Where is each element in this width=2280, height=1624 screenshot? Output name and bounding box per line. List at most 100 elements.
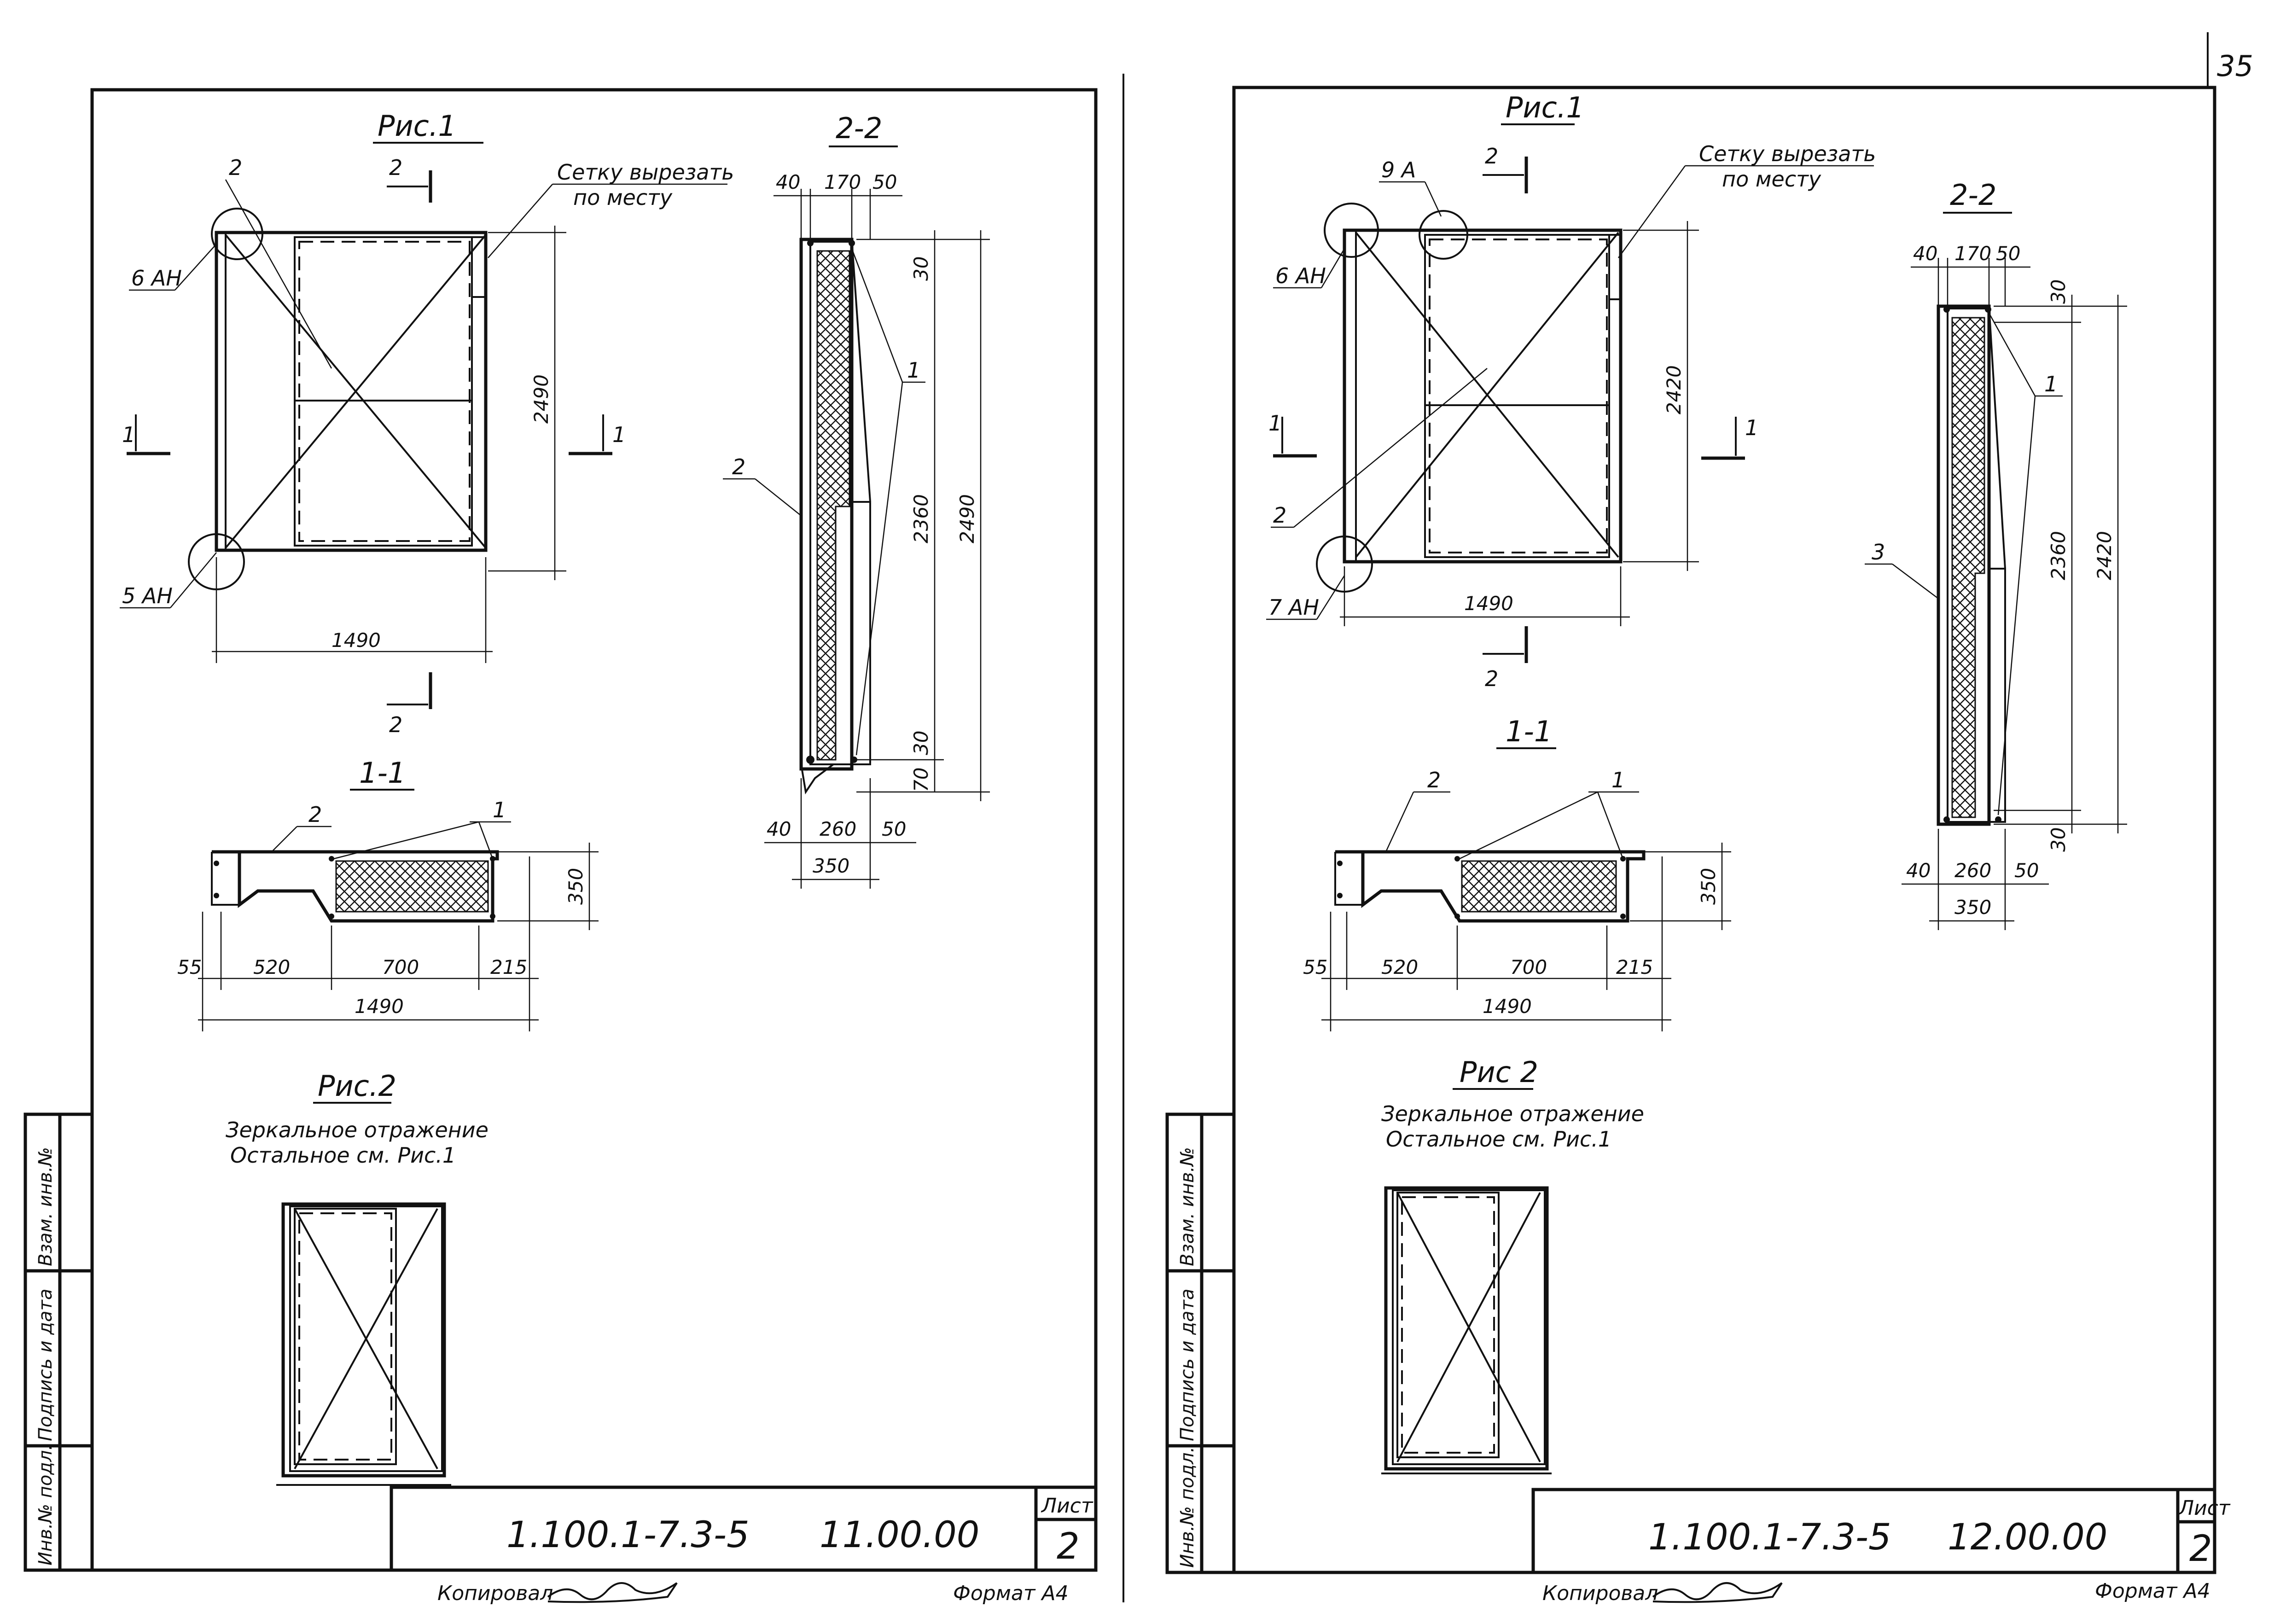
left-s22-total-width: 350 [813,855,849,877]
right-s22-v-30b: 30 [2047,827,2070,852]
right-sheet-label: Лист [2178,1496,2231,1520]
right-fig1-title: Рис.1 [1506,91,1584,124]
right-s22-total-height: 2420 [2093,531,2116,580]
left-copied: Копировал [437,1582,553,1605]
left-s22-v-30b: 30 [910,731,932,755]
right-title-block [1531,1488,2216,1574]
right-mesh-note-2: по месту [1722,167,1821,192]
right-cut1-right: 1 [1745,415,1758,440]
right-s11-callout-1: 1 [1611,768,1625,792]
left-sheet-label: Лист [1041,1494,1093,1518]
right-s11-total: 1490 [1483,995,1532,1018]
left-s22-bot-40: 40 [767,818,791,840]
left-cut1-left: 1 [122,422,135,447]
left-s11-total: 1490 [355,995,404,1018]
right-stamp-inv: Инв.№ подл. [1177,1447,1198,1568]
right-mark-bottom: 7 АН [1268,595,1319,620]
left-s11-height: 350 [564,868,587,905]
left-dim-height: 2490 [530,374,553,424]
left-fig2-note-2: Остальное см. Рис.1 [230,1143,456,1168]
right-copied: Копировал [1542,1582,1658,1605]
left-fig2-plan [276,1202,451,1486]
left-fig1-title: Рис.1 [378,109,456,143]
right-mark-left: 6 АН [1275,263,1326,288]
left-mark-top: 2 [229,155,242,180]
right-s22-v-2360: 2360 [2047,531,2070,580]
left-fig2-note-1: Зеркальное отражение [226,1118,489,1142]
right-s11-callout-2: 2 [1427,768,1441,792]
left-s22-bot-260: 260 [820,818,856,840]
left-s22-top-40: 40 [776,171,800,193]
left-format: Формат А4 [953,1582,1069,1605]
left-s11-callout-1: 1 [493,797,506,822]
left-s22-callout-2: 2 [732,454,745,479]
right-sheet-code: 12.00.00 [1948,1517,2107,1558]
right-fig2-note-2: Остальное см. Рис.1 [1386,1127,1611,1152]
right-cut2-bottom: 2 [1485,666,1498,691]
right-s22-top-170: 170 [1954,242,1991,265]
right-s22-v-30a: 30 [2047,279,2070,304]
left-fig2-title: Рис.2 [318,1069,396,1103]
right-s22-section [1937,304,2006,826]
left-signature [547,1582,678,1603]
right-mark-2: 2 [1273,503,1286,528]
left-sheet: 1.100.1-7.3-5 11.00.00 Лист 2 Копировал … [23,88,1098,1605]
left-stamp-podpis: Подпись и дата [35,1289,56,1441]
right-stamp-podpis: Подпись и дата [1177,1289,1198,1441]
right-s22-title: 2-2 [1950,178,1996,212]
right-s11-title: 1-1 [1506,715,1552,748]
left-mesh-note-1: Сетку вырезать [557,160,734,185]
right-side-stamp: Взам. инв.№ Подпись и дата Инв.№ подл. [1165,1112,1236,1574]
left-fig1-plan [188,208,488,590]
right-s22-callout-3: 3 [1872,540,1885,565]
left-mesh-note-2: по месту [573,185,673,210]
left-s22-bot-50: 50 [882,818,906,840]
left-s11-callout-2: 2 [308,802,322,827]
left-s22-v-70: 70 [910,768,932,792]
left-s11-section [211,850,499,923]
right-s22-top-50: 50 [1996,242,2020,265]
right-signature [1652,1582,1783,1603]
left-cut1-right: 1 [612,422,626,447]
right-doc-code: 1.100.1-7.3-5 [1648,1517,1891,1558]
right-s11-dim-215: 215 [1616,956,1653,978]
right-s11-height: 350 [1697,868,1720,905]
right-s11-dim-700: 700 [1510,956,1547,978]
left-s22-title: 2-2 [836,111,882,145]
right-s11-section [1334,850,1646,923]
right-s22-bot-260: 260 [1954,859,1991,882]
right-s22-bot-40: 40 [1906,859,1931,882]
left-s22-top-170: 170 [824,171,861,193]
left-s11-dim-700: 700 [382,956,419,978]
left-s22-v-2360: 2360 [910,494,932,543]
left-doc-code: 1.100.1-7.3-5 [506,1514,750,1556]
right-s22-bot-50: 50 [2014,859,2039,882]
left-s22-total-height: 2490 [956,494,978,543]
right-format: Формат А4 [2095,1579,2210,1603]
right-sheet-number: 2 [2189,1528,2212,1570]
left-s11-dim-520: 520 [253,956,290,978]
right-dim-width: 1490 [1464,592,1513,615]
left-s11-dim-55: 55 [177,956,202,978]
left-sheet-code: 11.00.00 [820,1514,979,1556]
right-fig1-plan [1316,203,1623,593]
left-stamp-inv: Инв.№ подл. [35,1444,56,1566]
right-s22-top-40: 40 [1913,242,1937,265]
right-s11-dim-55: 55 [1303,956,1327,978]
right-s11-dim-520: 520 [1381,956,1418,978]
left-mark-left: 6 АН [131,266,182,291]
right-s22-total-width: 350 [1954,896,1991,919]
left-s22-callout-1: 1 [907,358,920,383]
left-s11-title: 1-1 [359,756,406,790]
left-cut2-bottom: 2 [389,712,402,737]
page-number: 35 [2217,49,2253,83]
left-sheet-frame [90,88,1098,1572]
right-fig2-plan [1381,1186,1552,1474]
left-stamp-vzam: Взам. инв.№ [35,1147,56,1266]
right-fig2-note-1: Зеркальное отражение [1381,1101,1644,1126]
left-title-block [390,1485,1098,1572]
left-mark-bottom: 5 АН [122,583,173,608]
right-fig2-title: Рис 2 [1460,1055,1538,1089]
left-sheet-number: 2 [1057,1526,1080,1567]
